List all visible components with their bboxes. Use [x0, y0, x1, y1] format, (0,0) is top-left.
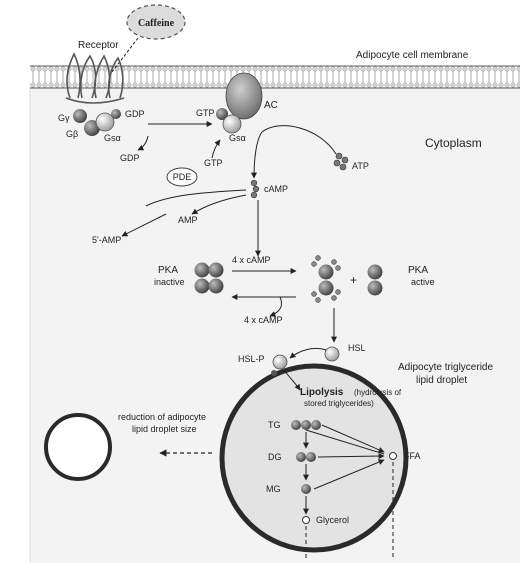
gdp-released-label: GDP: [120, 153, 140, 163]
cell-membrane: [30, 65, 520, 89]
glycerol-molecule: [302, 516, 310, 524]
gdp-bound: [111, 109, 121, 119]
camp-to-amp-arrow: [191, 194, 247, 215]
droplet-label-1: Adipocyte triglyceride: [398, 362, 493, 373]
mg-label: MG: [266, 484, 281, 494]
gtp-binding-arrow: [211, 139, 221, 159]
gdp-top-label: GDP: [125, 109, 145, 119]
adenylyl-cyclase: [225, 72, 263, 120]
glycerol-label: Glycerol: [316, 515, 349, 525]
pka-catalytic-subunits: [367, 264, 383, 296]
droplet-label-2: lipid droplet: [416, 375, 467, 386]
four-camp-bottom-label: 4 x cAMP: [244, 315, 283, 325]
g-gamma-label: Gγ: [58, 113, 70, 123]
mg-to-ffa-arrow: [313, 459, 385, 490]
gs-alpha-active: [222, 114, 242, 134]
diglyceride: [296, 452, 316, 462]
atp-molecule: [333, 152, 349, 171]
ffa-label: FFA: [404, 451, 421, 461]
pka-inactive-complex: [194, 262, 224, 294]
ac-label: AC: [264, 100, 278, 111]
5-amp-label: 5'-AMP: [92, 235, 121, 245]
camp-molecule: [250, 179, 260, 199]
g-beta-label: Gβ: [66, 129, 78, 139]
pka-inactive-label: PKA: [158, 265, 178, 276]
lipolysis-label: Lipolysis: [300, 387, 344, 398]
camp-label: cAMP: [264, 184, 288, 194]
reduction-label-1: reduction of adipocyte: [118, 412, 206, 422]
gtp-top-label: GTP: [196, 108, 215, 118]
lipolysis-note-1: (hydrolysis of: [354, 388, 402, 397]
camp-release-arrow: [269, 296, 283, 317]
gtp-bottom-label: GTP: [204, 158, 223, 168]
cytoplasm-label: Cytoplasm: [425, 136, 482, 150]
hsl-p-enzyme: [272, 354, 288, 370]
reduced-lipid-droplet: [44, 413, 112, 481]
pka-active-sublabel: active: [411, 277, 435, 287]
gs-alpha-subunit: [95, 112, 115, 132]
dg-label: DG: [268, 452, 282, 462]
ffa-converge-line: [305, 429, 385, 455]
caffeine-block-line: [111, 37, 139, 73]
atp-conversion-arrow: [251, 125, 337, 179]
pka-regulatory-subunits: [311, 255, 341, 303]
g-gamma-subunit: [73, 109, 87, 123]
plus-sign: +: [350, 273, 357, 287]
tg-label: TG: [268, 420, 281, 430]
receptor: [65, 52, 125, 104]
gdp-release-arrow: [137, 135, 149, 151]
gs-alpha-left-label: Gsα: [104, 133, 121, 143]
hsl-p-to-droplet-arrow: [283, 369, 301, 391]
hsl-phosphorylation-arrow: [289, 347, 327, 359]
lipolysis-note-2: stored triglycerides): [304, 399, 374, 408]
monoglyceride: [301, 484, 311, 494]
gs-alpha-right-label: Gsα: [229, 133, 246, 143]
hsl-label: HSL: [348, 343, 366, 353]
atp-label: ATP: [352, 161, 369, 171]
pde-label: PDE: [173, 172, 192, 182]
hsl-enzyme: [324, 346, 340, 362]
triglyceride: [291, 420, 321, 430]
pka-inactive-sublabel: inactive: [154, 277, 185, 287]
pde-action-line: [145, 189, 247, 207]
dg-to-ffa-arrow: [317, 453, 385, 460]
pka-active-label: PKA: [408, 265, 428, 276]
phosphate-group: [271, 370, 277, 376]
caffeine-label: Caffeine: [138, 18, 175, 29]
pde-enzyme: [166, 167, 198, 187]
membrane-label: Adipocyte cell membrane: [356, 50, 469, 61]
tg-to-ffa-arrow: [321, 424, 385, 453]
amp-to-5amp-arrow: [121, 213, 167, 237]
g-protein-trimer: [73, 109, 121, 136]
four-camp-top-label: 4 x cAMP: [232, 255, 271, 265]
receptor-label: Receptor: [78, 40, 119, 51]
amp-label: AMP: [178, 215, 198, 225]
gtp-bound: [216, 108, 228, 120]
ffa-molecule: [389, 452, 397, 460]
reduction-label-2: lipid droplet size: [132, 424, 197, 434]
hsl-p-label: HSL-P: [238, 354, 265, 364]
caffeine-molecule: Caffeine: [126, 4, 186, 40]
